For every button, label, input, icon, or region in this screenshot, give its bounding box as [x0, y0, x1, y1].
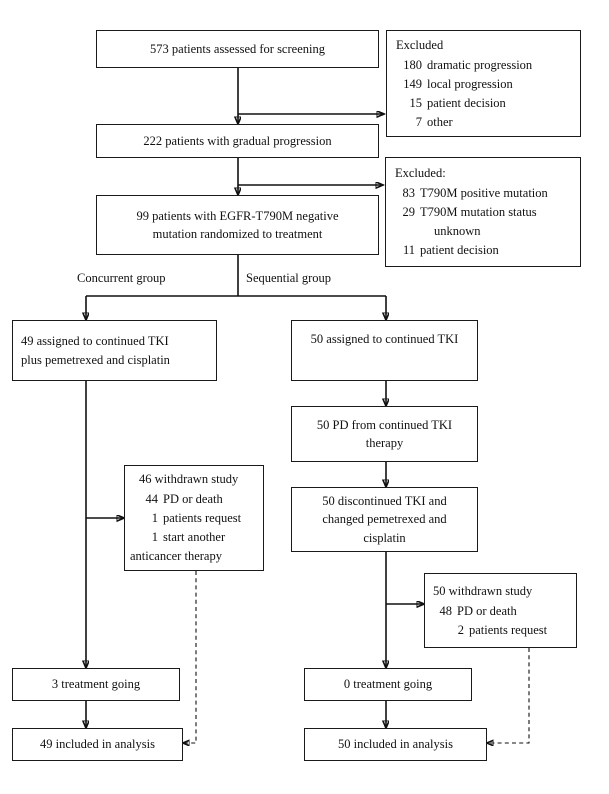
list-item: 1 patients request: [139, 509, 241, 528]
list-item: 7 other: [396, 113, 532, 132]
list-item-label: anticancer therapy: [130, 549, 222, 563]
list-item-count: 29: [402, 205, 416, 219]
box-randomized: 99 patients with EGFR-T790M negative mut…: [96, 195, 379, 255]
list-item-count: 2: [457, 622, 464, 637]
excluded-screening-header: Excluded: [396, 37, 444, 52]
box-sequential-treatment-going: 0 treatment going: [304, 668, 472, 701]
list-item: 149 local progression: [396, 75, 532, 94]
box-sequential-discontinued: 50 discontinued TKI and changed pemetrex…: [291, 487, 478, 552]
label-sequential-group: Sequential group: [246, 271, 332, 285]
list-item-label: start another: [163, 530, 226, 544]
box-concurrent-analysis-text: 49 included in analysis: [40, 737, 155, 752]
list-item-label: local progression: [427, 76, 513, 91]
box-sequential-pd-line1: 50 PD from continued TKI: [316, 417, 453, 432]
list-item-label: T790M positive mutation: [420, 186, 548, 200]
list-item: 11 patient decision: [395, 241, 548, 260]
list-item-label: dramatic progression: [427, 57, 533, 72]
box-concurrent-analysis: 49 included in analysis: [12, 728, 183, 761]
box-sequential-analysis: 50 included in analysis: [304, 728, 487, 761]
excluded-screening-list: Excluded 180 dramatic progression 149 lo…: [387, 29, 538, 139]
list-item: 2 patients request: [433, 621, 547, 640]
box-sequential-discontinued-line1: 50 discontinued TKI and: [322, 494, 447, 509]
wire-concurrent-withdrawn-dashed-to-analysis: [183, 571, 197, 743]
box-sequential-treatment-going-text: 0 treatment going: [343, 677, 433, 692]
list-item-label: other: [427, 114, 453, 129]
box-concurrent-assigned-line2: plus pemetrexed and cisplatin: [21, 352, 170, 367]
box-concurrent-treatment-going: 3 treatment going: [12, 668, 180, 701]
list-item-count: 83: [402, 186, 416, 200]
list-item-label: T790M mutation status: [420, 205, 537, 219]
excluded-randomization-header: Excluded:: [395, 166, 446, 180]
box-sequential-pd: 50 PD from continued TKI therapy: [291, 406, 478, 462]
list-item-label: patient decision: [420, 243, 499, 257]
list-item-count: 1: [151, 511, 158, 525]
list-item: 00 unknown: [395, 222, 548, 241]
list-item: 1 start another: [139, 528, 241, 547]
list-item-count: 7: [415, 114, 422, 129]
list-item-label: unknown: [434, 224, 481, 238]
label-concurrent-group: Concurrent group: [77, 271, 166, 285]
box-gradual-progression: 222 patients with gradual progression: [96, 124, 379, 158]
concurrent-withdrawn-header: 46 withdrawn study: [139, 472, 239, 486]
box-concurrent-treatment-going-text: 3 treatment going: [51, 677, 141, 692]
box-concurrent-assigned-line1: 49 assigned to continued TKI: [21, 334, 169, 349]
wire-sequential-withdrawn-dashed-to-analysis: [487, 648, 530, 743]
box-sequential-withdrawn: 50 withdrawn study 48 PD or death 2 pati…: [424, 573, 577, 648]
box-randomized-line1: 99 patients with EGFR-T790M negative: [136, 208, 339, 223]
list-item-label: PD or death: [163, 492, 223, 506]
box-excluded-randomization: Excluded: 83 T790M positive mutation 29 …: [385, 157, 581, 267]
list-item-count: 1: [151, 530, 158, 544]
box-concurrent-withdrawn: 46 withdrawn study 44 PD or death 1 pati…: [124, 465, 264, 571]
list-item: 44 PD or death: [139, 490, 241, 509]
box-concurrent-assigned: 49 assigned to continued TKI plus pemetr…: [12, 320, 217, 381]
box-excluded-screening: Excluded 180 dramatic progression 149 lo…: [386, 30, 581, 137]
list-item-label: patient decision: [427, 95, 506, 110]
box-sequential-discontinued-line2: changed pemetrexed and: [322, 512, 447, 527]
list-item-count: 180: [403, 57, 422, 72]
box-screened-text: 573 patients assessed for screening: [150, 41, 325, 56]
box-screened: 573 patients assessed for screening: [96, 30, 379, 68]
list-item-label: patients request: [163, 511, 242, 525]
excluded-randomization-list: Excluded: 83 T790M positive mutation 29 …: [386, 157, 554, 267]
box-sequential-pd-line2: therapy: [365, 436, 404, 450]
sequential-withdrawn-list: 50 withdrawn study 48 PD or death 2 pati…: [425, 575, 553, 647]
list-item: 83 T790M positive mutation: [395, 184, 548, 203]
box-sequential-discontinued-line3: cisplatin: [363, 530, 406, 545]
sequential-withdrawn-header: 50 withdrawn study: [433, 583, 533, 598]
list-item-count: 48: [439, 603, 453, 618]
list-item-count: 15: [409, 95, 423, 110]
list-item: anticancer therapy: [130, 547, 241, 566]
list-item-label: PD or death: [457, 603, 517, 618]
list-item-count: 149: [403, 76, 422, 91]
box-gradual-progression-text: 222 patients with gradual progression: [143, 133, 332, 148]
box-sequential-analysis-text: 50 included in analysis: [338, 737, 453, 752]
box-sequential-assigned: 50 assigned to continued TKI: [291, 320, 478, 381]
list-item-count: 44: [145, 492, 159, 506]
list-item-label: patients request: [469, 622, 548, 637]
list-item: 15 patient decision: [396, 94, 532, 113]
list-item-count: 11: [402, 243, 415, 257]
list-item: 29 T790M mutation status: [395, 203, 548, 222]
list-item: 48 PD or death: [433, 602, 547, 621]
concurrent-withdrawn-list: 46 withdrawn study 44 PD or death 1 pati…: [125, 463, 247, 573]
box-randomized-line2: mutation randomized to treatment: [152, 227, 323, 241]
list-item: 180 dramatic progression: [396, 56, 532, 75]
box-sequential-assigned-text: 50 assigned to continued TKI: [310, 332, 459, 347]
